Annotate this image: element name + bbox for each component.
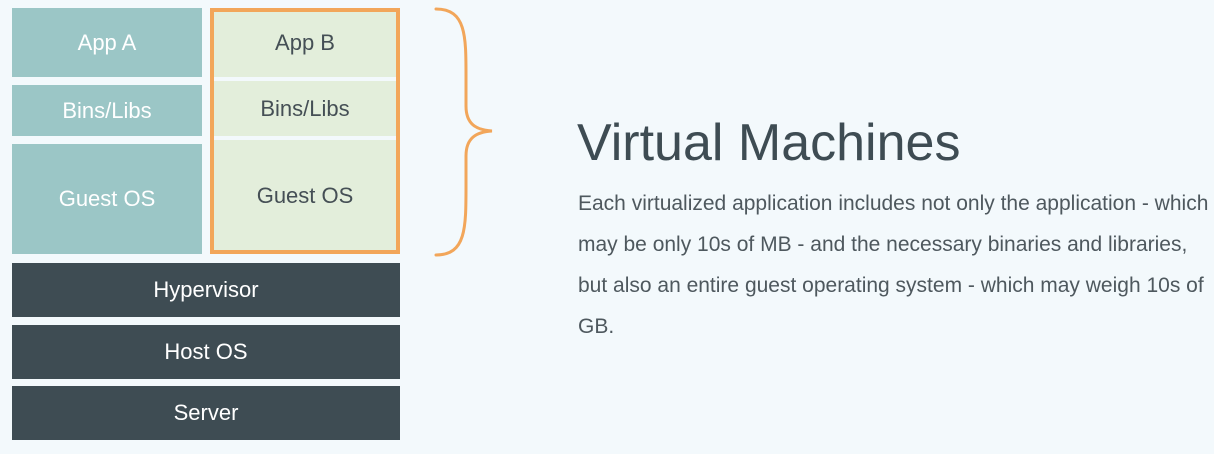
vm-b-guest-os-block: Guest OS <box>212 140 398 252</box>
host-os-label: Host OS <box>164 339 248 364</box>
vm-a-guest-os-block: Guest OS <box>12 144 202 254</box>
server-label: Server <box>173 400 239 425</box>
vm-a-bins-libs-label: Bins/Libs <box>62 97 152 123</box>
section-title: Virtual Machines <box>577 114 961 172</box>
vm-a-guest-os-label: Guest OS <box>58 186 156 211</box>
vm-b-bins-libs-block: Bins/Libs <box>212 81 398 136</box>
server-block: Server <box>12 386 400 440</box>
curly-brace-icon <box>434 7 493 257</box>
vm-b-app-label: App B <box>275 29 335 55</box>
vm-a-app-block: App A <box>12 8 202 77</box>
vm-a-app-label: App A <box>77 29 137 55</box>
vm-b-bins-libs-label: Bins/Libs <box>260 95 350 121</box>
hypervisor-block: Hypervisor <box>12 263 400 317</box>
hypervisor-label: Hypervisor <box>153 277 259 302</box>
vm-b-guest-os-label: Guest OS <box>256 183 354 208</box>
section-description: Each virtualized application includes no… <box>578 192 1209 338</box>
host-os-block: Host OS <box>12 325 400 379</box>
vm-b-app-block: App B <box>212 8 398 77</box>
vm-a-bins-libs-block: Bins/Libs <box>12 85 202 136</box>
